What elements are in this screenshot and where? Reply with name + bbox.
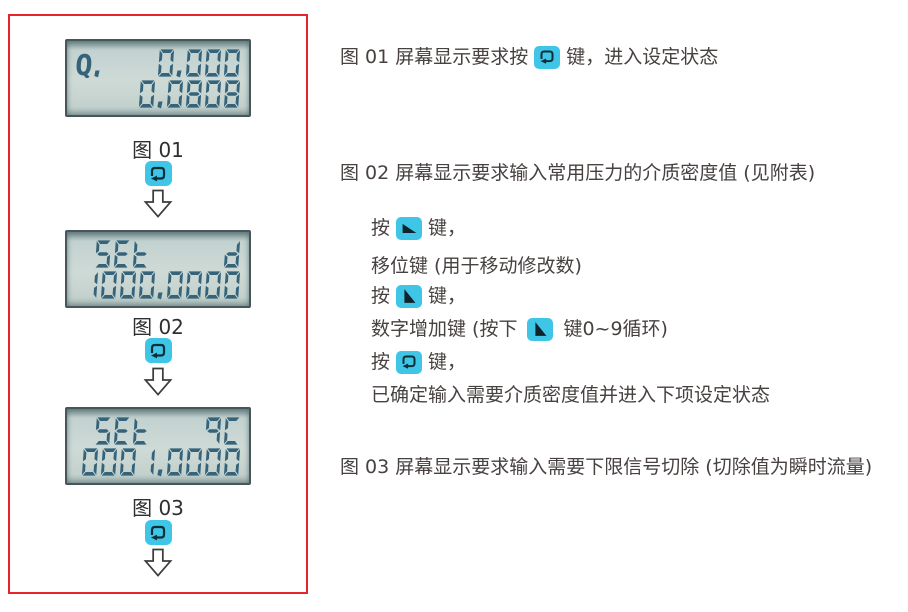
figure-block-02: 图 02	[10, 230, 306, 396]
lcd-digit	[157, 49, 175, 77]
enter-key-icon	[144, 338, 172, 363]
step-text: 数字增加键 (按下	[371, 318, 518, 340]
lcd-digit	[93, 272, 99, 298]
lcd-digit	[166, 448, 184, 476]
lcd-digit	[223, 271, 241, 299]
figure-block-03: 图 03	[10, 407, 306, 577]
lcd-digit	[166, 80, 184, 108]
lcd-digit	[204, 448, 222, 476]
lcd-digit	[204, 80, 222, 108]
instruction-fig03: 图 03 屏幕显示要求输入需要下限信号切除 (切除值为瞬时流量)	[340, 456, 873, 478]
lcd-digit	[132, 241, 147, 268]
lcd-digit	[204, 271, 222, 299]
lcd-decimal-point	[157, 469, 163, 477]
lcd-digit	[132, 418, 147, 445]
step-text: 按	[371, 217, 391, 239]
lcd-digit	[150, 449, 156, 475]
lcd-digit	[95, 417, 111, 445]
flow-down-arrow-icon	[141, 367, 175, 396]
instruction-fig01: 图 01 屏幕显示要求按 键，进入设定状态	[340, 44, 718, 70]
lcd-decimal-point	[176, 70, 182, 78]
lcd-digit	[166, 271, 184, 299]
lcd-digit	[81, 448, 99, 476]
enter-key-icon	[534, 45, 561, 69]
increment-key-icon	[527, 317, 554, 341]
lcd-decimal-point	[94, 70, 100, 78]
step-text: 键0~9循环)	[563, 318, 668, 340]
figure-label: 图 02	[132, 315, 184, 339]
enter-loop-glyph	[150, 166, 166, 181]
lcd-digit	[119, 448, 137, 476]
instruction-fig01-post: 键，进入设定状态	[566, 46, 719, 68]
lcd-digit	[138, 80, 156, 108]
lcd-screen-02	[65, 230, 251, 308]
lcd-digit	[185, 80, 203, 108]
step-text: 键，	[428, 217, 467, 239]
lcd-digit	[223, 80, 241, 108]
lcd-symbol: Q	[74, 48, 94, 78]
step-enter-press: 按 键，	[371, 349, 466, 375]
lcd-digit	[113, 417, 130, 445]
lcd-digit	[185, 271, 203, 299]
increment-key-icon	[396, 284, 423, 308]
lcd-decimal-point	[157, 292, 163, 300]
figure-label: 图 01	[132, 138, 184, 162]
figure-panel: Q 图 01 图 02 图	[8, 14, 308, 594]
lcd-decimal-point	[157, 101, 163, 109]
lcd-digit	[223, 417, 240, 445]
lcd-screen-03	[65, 407, 251, 485]
lcd-digit	[223, 448, 241, 476]
shift-key-icon	[396, 216, 423, 240]
enter-key-icon	[144, 520, 172, 545]
flow-down-arrow-icon	[141, 189, 175, 218]
instruction-fig01-pre: 图 01 屏幕显示要求按	[340, 46, 529, 68]
step-increment-press: 按 键，	[371, 283, 466, 309]
lcd-digit	[185, 448, 203, 476]
step-enter-desc: 已确定输入需要介质密度值并进入下项设定状态	[371, 384, 771, 406]
lcd-digit	[204, 49, 222, 77]
enter-key-icon	[144, 161, 172, 186]
lcd-digit	[100, 271, 118, 299]
step-shift-desc: 移位键 (用于移动修改数)	[371, 255, 582, 277]
lcd-digit	[95, 240, 111, 268]
figure-block-01: Q 图 01	[10, 39, 306, 218]
lcd-digit	[119, 271, 137, 299]
enter-loop-glyph	[150, 343, 166, 358]
step-text: 键，	[428, 285, 467, 307]
step-shift-press: 按 键，	[371, 215, 466, 241]
lcd-digit	[223, 241, 241, 268]
svg-text:Q: Q	[74, 48, 94, 78]
lcd-digit	[100, 448, 118, 476]
lcd-digit	[223, 49, 241, 77]
lcd-digit	[185, 49, 203, 77]
step-text: 按	[371, 351, 391, 373]
step-text: 按	[371, 285, 391, 307]
step-increment-desc: 数字增加键 (按下 键0~9循环)	[371, 316, 668, 342]
flow-down-arrow-icon	[141, 548, 175, 577]
lcd-digit	[113, 240, 130, 268]
lcd-digit	[138, 271, 156, 299]
enter-loop-glyph	[150, 525, 166, 540]
enter-key-icon	[396, 350, 423, 374]
lcd-screen-01: Q	[65, 39, 251, 117]
figure-label: 图 03	[132, 496, 184, 520]
lcd-digit	[205, 417, 222, 444]
instruction-fig02: 图 02 屏幕显示要求输入常用压力的介质密度值 (见附表)	[340, 162, 816, 184]
step-text: 键，	[428, 351, 467, 373]
